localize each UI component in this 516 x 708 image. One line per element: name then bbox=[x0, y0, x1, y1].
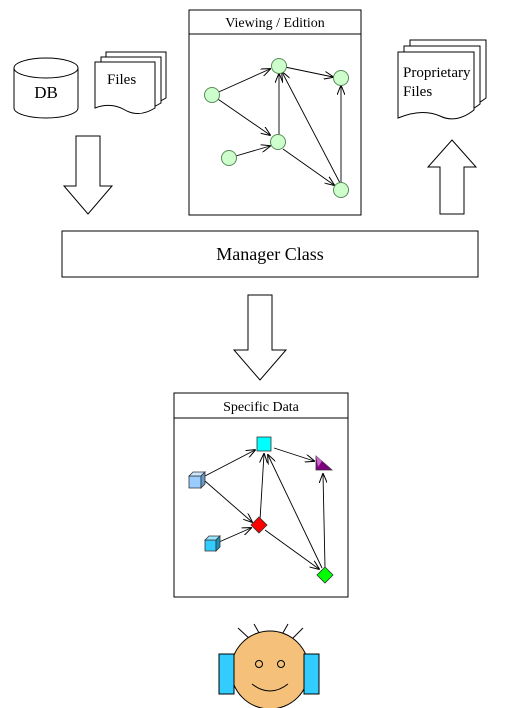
proprietary-files-line1: Proprietary bbox=[403, 65, 471, 81]
manager-class-label: Manager Class bbox=[216, 244, 323, 264]
down-arrow-center bbox=[232, 294, 288, 381]
viewing-node bbox=[333, 182, 349, 198]
specific-graph-edges bbox=[204, 447, 325, 569]
db-label: DB bbox=[34, 83, 58, 102]
viewing-node bbox=[333, 70, 349, 86]
light-cube-node bbox=[204, 535, 221, 552]
proprietary-files-line2: Files bbox=[403, 84, 432, 100]
proprietary-files-document: Proprietary Files bbox=[397, 39, 487, 120]
manager-class-box bbox=[61, 230, 479, 278]
viewing-node bbox=[270, 134, 286, 150]
viewing-graph-edges bbox=[211, 65, 341, 185]
files-label: Files bbox=[107, 72, 136, 88]
viewing-node bbox=[271, 58, 287, 74]
blue-cube-node bbox=[188, 471, 206, 489]
red-diamond-node bbox=[250, 516, 268, 534]
viewing-panel-title: Viewing / Edition bbox=[225, 16, 324, 31]
db-cylinder: DB bbox=[13, 57, 79, 119]
specific-data-panel: Specific Data bbox=[173, 392, 349, 598]
up-arrow-right bbox=[426, 139, 478, 215]
down-arrow-left bbox=[62, 135, 114, 215]
specific-data-title: Specific Data bbox=[223, 400, 300, 415]
cyan-square-node bbox=[256, 436, 272, 452]
viewing-node bbox=[204, 87, 220, 103]
viewing-panel: Viewing / Edition bbox=[188, 9, 362, 216]
green-diamond-node bbox=[316, 566, 334, 584]
user-face-icon bbox=[218, 623, 320, 708]
purple-triangle-node bbox=[315, 455, 334, 471]
files-document: Files bbox=[94, 51, 167, 114]
viewing-node bbox=[221, 150, 237, 166]
